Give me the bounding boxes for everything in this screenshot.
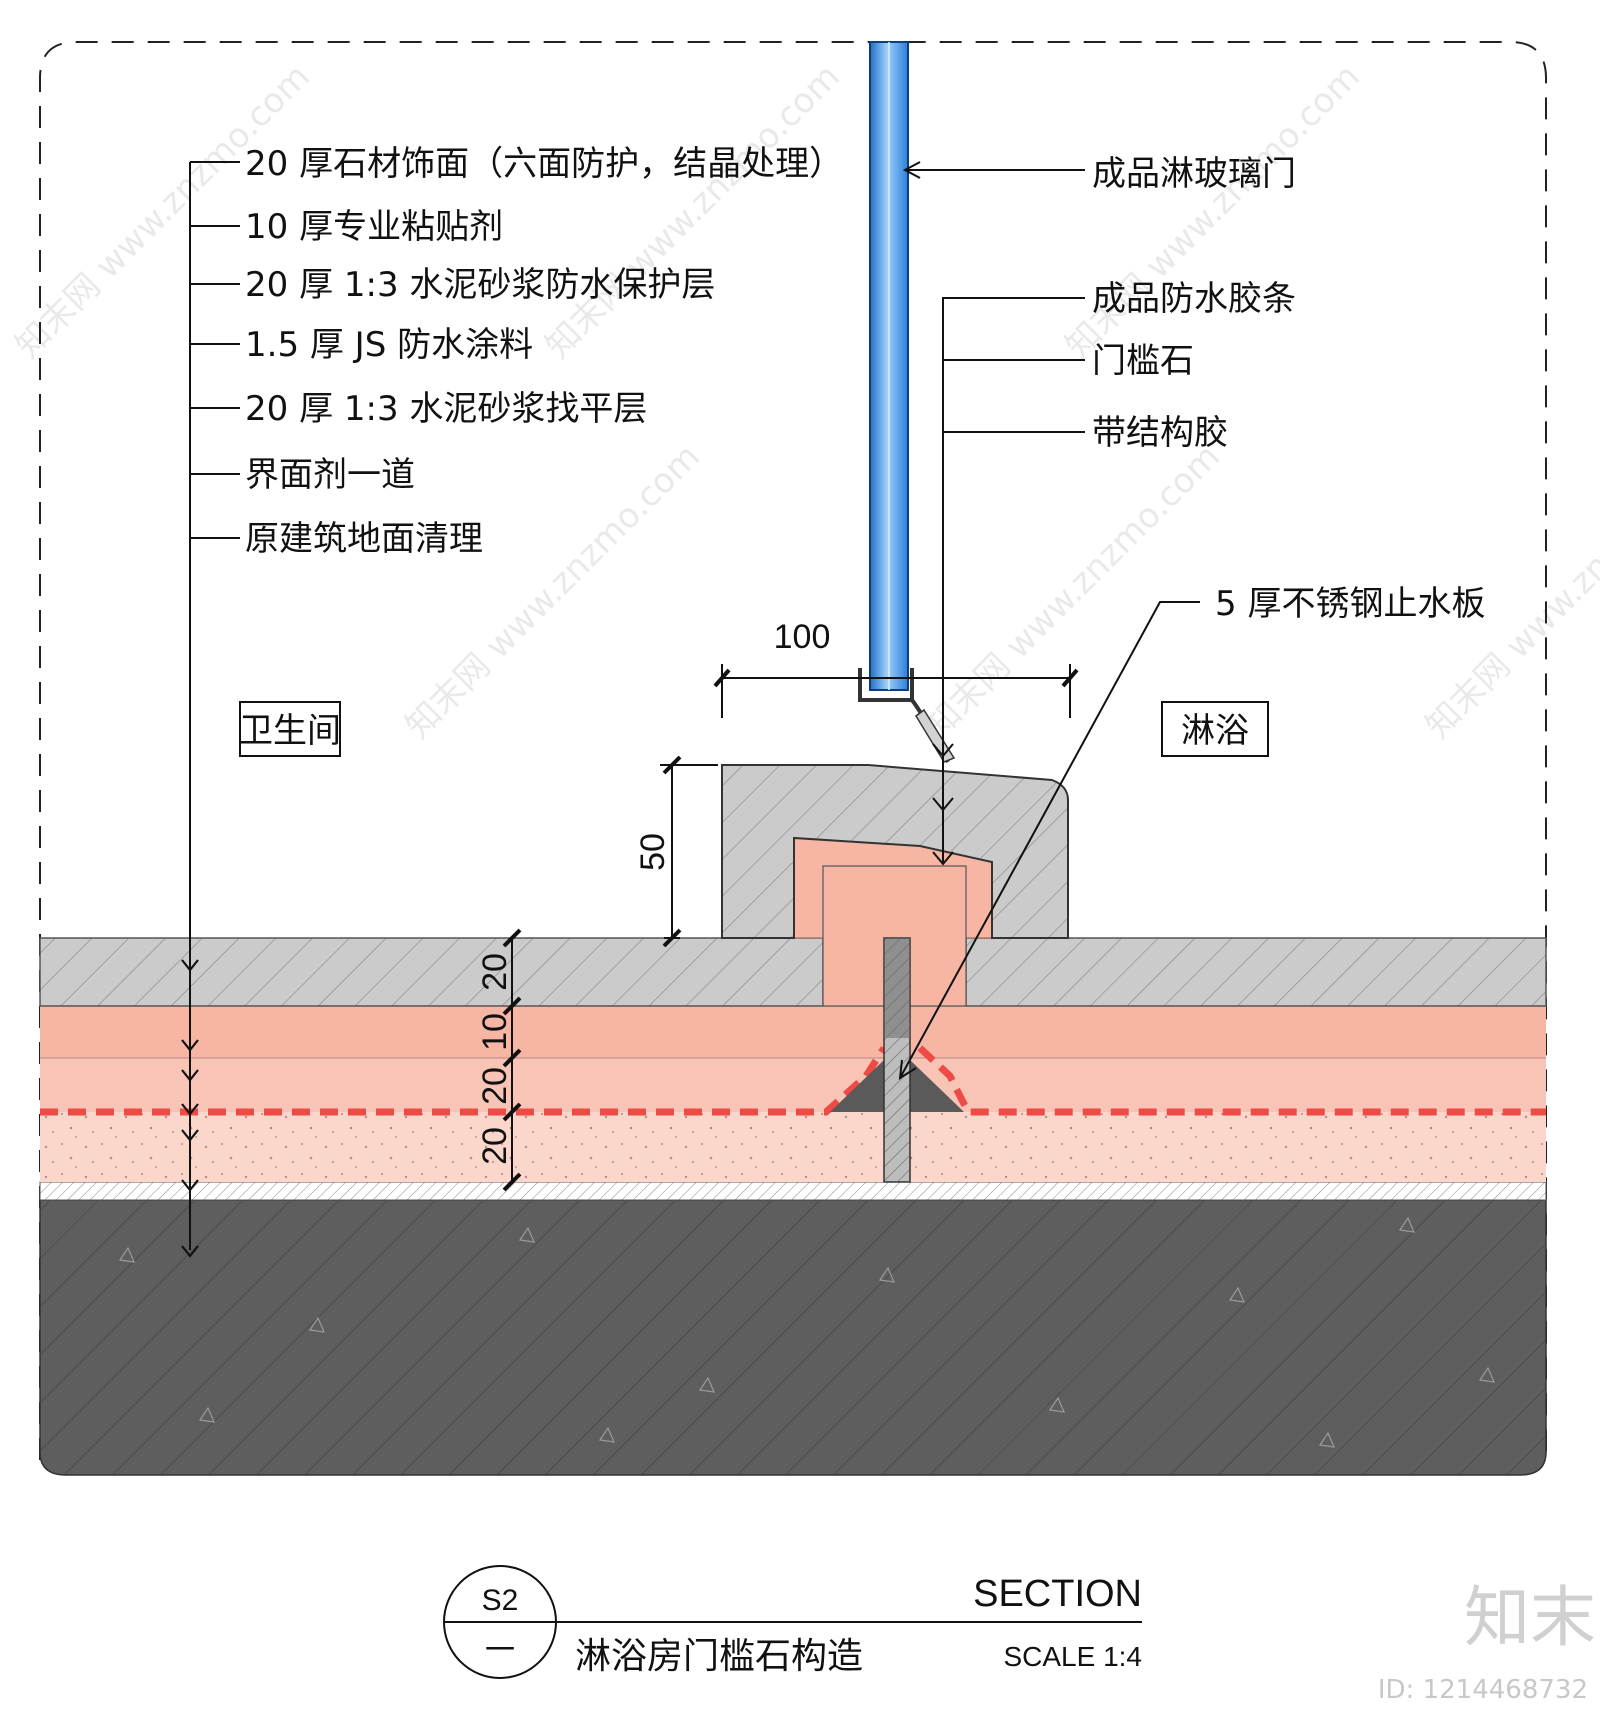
watermark-text: 知末网 www.znzmo.com: [918, 437, 1228, 747]
dimension-width: [713, 664, 1079, 718]
label-seal-strip: 成品防水胶条: [1092, 279, 1296, 319]
room-shower-label: 淋浴: [1181, 711, 1249, 751]
structural-glue-wedge: [830, 1060, 884, 1112]
label-js-coating: 1.5 厚 JS 防水涂料: [245, 325, 533, 365]
structural-glue-wedge: [910, 1060, 964, 1112]
watermark-id: ID: 1214468732: [1378, 1675, 1588, 1705]
threshold-stone: [721, 764, 1069, 939]
room-tag-shower: [1161, 701, 1269, 757]
adhesive-layer: [40, 1006, 1546, 1058]
label-glass-door: 成品淋玻璃门: [1092, 154, 1296, 194]
dimension-height-value: 50: [634, 833, 672, 871]
label-base-cleaning: 原建筑地面清理: [245, 519, 483, 559]
label-threshold: 门槛石: [1092, 341, 1194, 381]
drawing-scale: SCALE 1:4: [1003, 1641, 1142, 1672]
slab-aggregate: [118, 1216, 1495, 1448]
right-leaders: [898, 161, 1200, 1080]
label-adhesive: 10 厚专业粘贴剂: [245, 207, 503, 247]
watermark-logo: 知末: [1464, 1579, 1596, 1656]
waterproof-membrane: [40, 1045, 1546, 1116]
section-symbol-sheet: 一: [485, 1634, 515, 1667]
dimension-layer-protective: 20: [476, 1067, 514, 1105]
left-leader-ticks: [190, 161, 240, 539]
room-tag-bathroom: [239, 701, 341, 757]
label-protective-mortar: 20 厚 1:3 水泥砂浆防水保护层: [245, 265, 715, 305]
label-stone-finish: 20 厚石材饰面（六面防护，结晶处理）: [245, 144, 843, 184]
protective-mortar-layer: [40, 1058, 1546, 1112]
room-bathroom-label: 卫生间: [239, 711, 341, 751]
dimension-width-value: 100: [774, 618, 831, 656]
drawing-title: 淋浴房门槛石构造: [575, 1635, 863, 1676]
interface-agent-layer: [39, 1181, 1547, 1201]
watermark-text: 知末网 www.znzmo.com: [1058, 57, 1368, 367]
label-structural-glue: 带结构胶: [1092, 413, 1228, 453]
floor-stone-right: [965, 937, 1547, 1007]
title-block: S2 一 SECTION 淋浴房门槛石构造 SCALE 1:4: [443, 1565, 1142, 1679]
section-symbol-number: S2: [482, 1584, 519, 1617]
dimension-height: [660, 755, 718, 948]
watermark-text: 知末网 www.znzmo.com: [538, 57, 848, 367]
watermark-text: 知末网 www.znzmo.com: [398, 437, 708, 747]
dimension-layer-stone: 20: [476, 953, 514, 991]
stop-plate-top: [884, 938, 910, 1038]
detail-boundary: [39, 41, 1547, 1460]
dimension-layer-adhesive: 10: [476, 1013, 514, 1051]
left-leader-arrows: [181, 959, 199, 1258]
label-stop-plate: 5 厚不锈钢止水板: [1215, 584, 1485, 624]
structural-slab: [39, 1199, 1547, 1476]
floor-stone-left: [39, 937, 824, 1007]
label-screed: 20 厚 1:3 水泥砂浆找平层: [245, 389, 647, 429]
layer-dimension-chain: [502, 928, 522, 1192]
screed-layer: [40, 1112, 1546, 1182]
dimension-layer-screed: 20: [476, 1127, 514, 1165]
label-interface-agent: 界面剂一道: [245, 455, 415, 495]
section-heading: SECTION: [973, 1573, 1142, 1615]
